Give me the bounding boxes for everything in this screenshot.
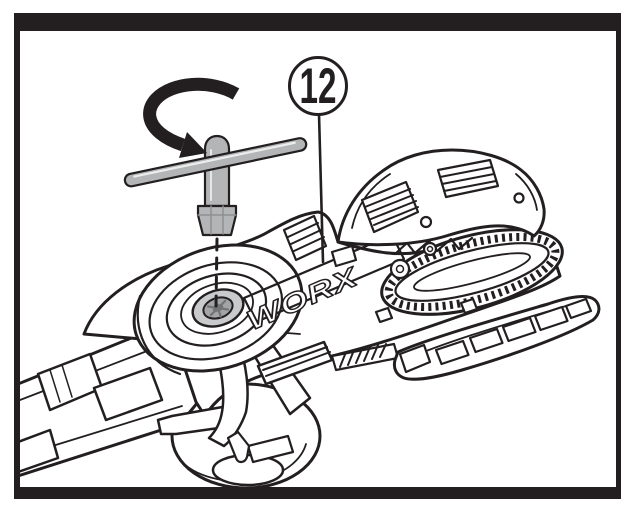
callout-number: 12: [300, 58, 337, 114]
t-handle-hex-wrench: [123, 134, 308, 237]
wrench-hex-socket: [196, 204, 238, 237]
vent-grille: [282, 214, 328, 262]
upper-housing: [282, 148, 546, 262]
vent-grille: [436, 158, 500, 199]
lower-bumper-jaw: [374, 295, 601, 381]
vent-grille: [360, 180, 420, 234]
jawsaw-tool-drawing: WORX: [20, 148, 601, 487]
callout-circle: [288, 56, 348, 116]
rotation-direction-arrow-icon: [143, 77, 240, 158]
body-rail: [330, 342, 400, 372]
callout-leader-line: [317, 112, 325, 264]
callout-12: 12: [288, 56, 348, 264]
alignment-dashed-line: [214, 237, 219, 308]
pivot-boss: [132, 243, 304, 376]
